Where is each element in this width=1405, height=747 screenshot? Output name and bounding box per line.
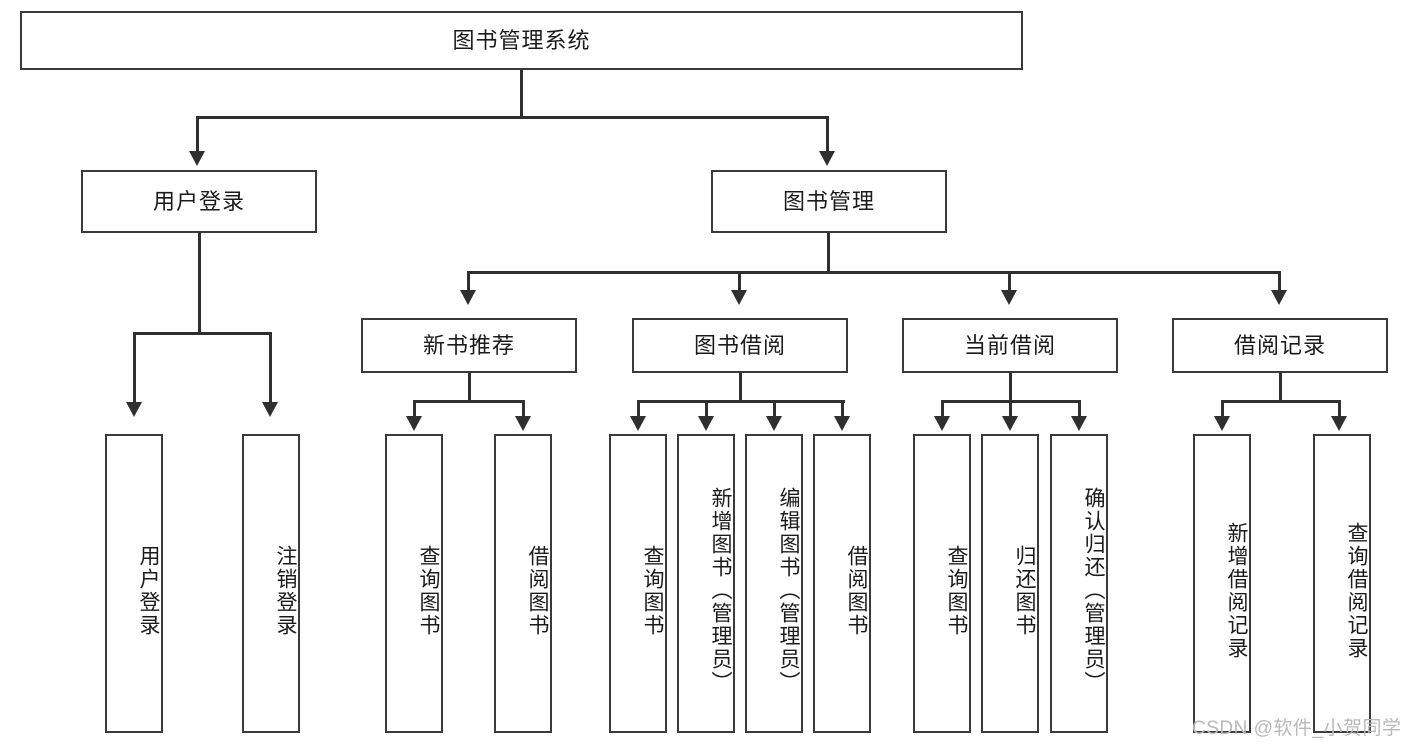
arrowhead-current-borrow [1001,290,1017,305]
node-root-system[interactable]: 图书管理系统 [20,11,1023,70]
arrowhead-recommend-leaf1 [406,416,422,431]
connector-book-manage-bus [467,271,1281,274]
connector-recommend-leaf1 [413,400,416,418]
node-label: 查询图书 [945,544,968,637]
connector-user-login-bus [133,332,271,335]
leaf-recommend-borrow-book[interactable]: 借阅图书 [494,434,552,733]
connector-book-manage-stem [827,233,830,273]
node-label: 查询借阅记录 [1345,521,1368,660]
node-label: 查询图书 [641,544,664,637]
connector-current-stem [1009,373,1012,402]
node-label: 用户登录 [152,188,245,214]
arrowhead-user-login [189,151,205,166]
connector-borrow-bus [637,400,845,403]
node-label: 查询图书 [417,544,440,637]
connector-current-leaf1 [941,400,944,418]
connector-borrow-leaf2 [705,400,708,418]
connector-record-bus [1221,400,1341,403]
node-label: 新增借阅记录 [1225,521,1248,660]
leaf-borrow-edit-book[interactable]: 编辑图书（管理员） [745,434,803,733]
node-label: 借阅记录 [1233,332,1326,358]
node-label: 图书借阅 [693,332,786,358]
arrowhead-leaf-user-login [126,402,142,417]
connector-borrow-stem [739,373,742,402]
arrowhead-new-book-recommend [460,290,476,305]
connector-root-bus [196,116,829,119]
connector-borrow-leaf1 [637,400,640,418]
node-label: 当前借阅 [963,332,1056,358]
leaf-recommend-query-book[interactable]: 查询图书 [385,434,443,733]
node-label: 确认归还（管理员） [1082,487,1105,694]
connector-recommend-stem [468,373,471,402]
connector-user-login-stem [198,233,201,334]
connector-root-to-book-manage [826,116,829,153]
node-label: 编辑图书（管理员） [777,487,800,694]
node-current-borrow[interactable]: 当前借阅 [902,318,1118,373]
connector-record-leaf1 [1221,400,1224,418]
connector-root-to-user-login [196,116,199,153]
leaf-record-query-record[interactable]: 查询借阅记录 [1313,434,1371,733]
arrowhead-record-leaf2 [1331,416,1347,431]
arrowhead-leaf-logout [262,402,278,417]
node-book-management[interactable]: 图书管理 [711,170,947,233]
connector-record-stem [1279,373,1282,402]
connector-root-stem [520,70,523,118]
leaf-record-add-record[interactable]: 新增借阅记录 [1193,434,1251,733]
arrowhead-borrow-leaf4 [834,416,850,431]
arrowhead-book-manage [819,151,835,166]
node-borrow-record[interactable]: 借阅记录 [1172,318,1388,373]
arrowhead-borrow-leaf3 [766,416,782,431]
csdn-watermark: CSDN @软件_小贺同学 [1192,718,1402,739]
node-label: 借阅图书 [845,544,868,637]
leaf-current-confirm-return[interactable]: 确认归还（管理员） [1050,434,1108,733]
arrowhead-current-leaf2 [1002,416,1018,431]
arrowhead-borrow-leaf2 [698,416,714,431]
arrowhead-record-leaf1 [1214,416,1230,431]
connector-record-leaf2 [1338,400,1341,418]
arrowhead-book-borrow [731,290,747,305]
node-label: 图书管理系统 [452,27,591,53]
connector-book-manage-child1 [467,271,470,292]
connector-recommend-bus [413,400,525,403]
connector-user-login-leaf2 [269,332,272,404]
node-label: 归还图书 [1013,544,1036,637]
node-label: 借阅图书 [526,544,549,637]
node-label: 用户登录 [137,544,160,637]
node-label: 图书管理 [782,188,875,214]
connector-recommend-leaf2 [522,400,525,418]
node-label: 注销登录 [274,544,297,637]
leaf-borrow-borrow-book[interactable]: 借阅图书 [813,434,871,733]
arrowhead-borrow-leaf1 [630,416,646,431]
node-label: 新书推荐 [422,332,515,358]
leaf-borrow-add-book[interactable]: 新增图书（管理员） [677,434,735,733]
connector-borrow-leaf4 [841,400,844,418]
arrowhead-current-leaf1 [934,416,950,431]
node-new-book-recommend[interactable]: 新书推荐 [361,318,577,373]
node-user-login[interactable]: 用户登录 [81,170,317,233]
leaf-logout[interactable]: 注销登录 [242,434,300,733]
leaf-current-return-book[interactable]: 归还图书 [981,434,1039,733]
node-label: 新增图书（管理员） [709,487,732,694]
node-book-borrow[interactable]: 图书借阅 [632,318,848,373]
connector-user-login-leaf1 [133,332,136,404]
arrowhead-borrow-record [1271,290,1287,305]
connector-book-manage-child3 [1008,271,1011,292]
arrowhead-recommend-leaf2 [515,416,531,431]
leaf-user-login[interactable]: 用户登录 [105,434,163,733]
leaf-current-query-book[interactable]: 查询图书 [913,434,971,733]
connector-borrow-leaf3 [773,400,776,418]
connector-book-manage-child2 [738,271,741,292]
connector-book-manage-child4 [1278,271,1281,292]
connector-current-leaf2 [1009,400,1012,418]
leaf-borrow-query-book[interactable]: 查询图书 [609,434,667,733]
arrowhead-current-leaf3 [1071,416,1087,431]
connector-current-leaf3 [1078,400,1081,418]
